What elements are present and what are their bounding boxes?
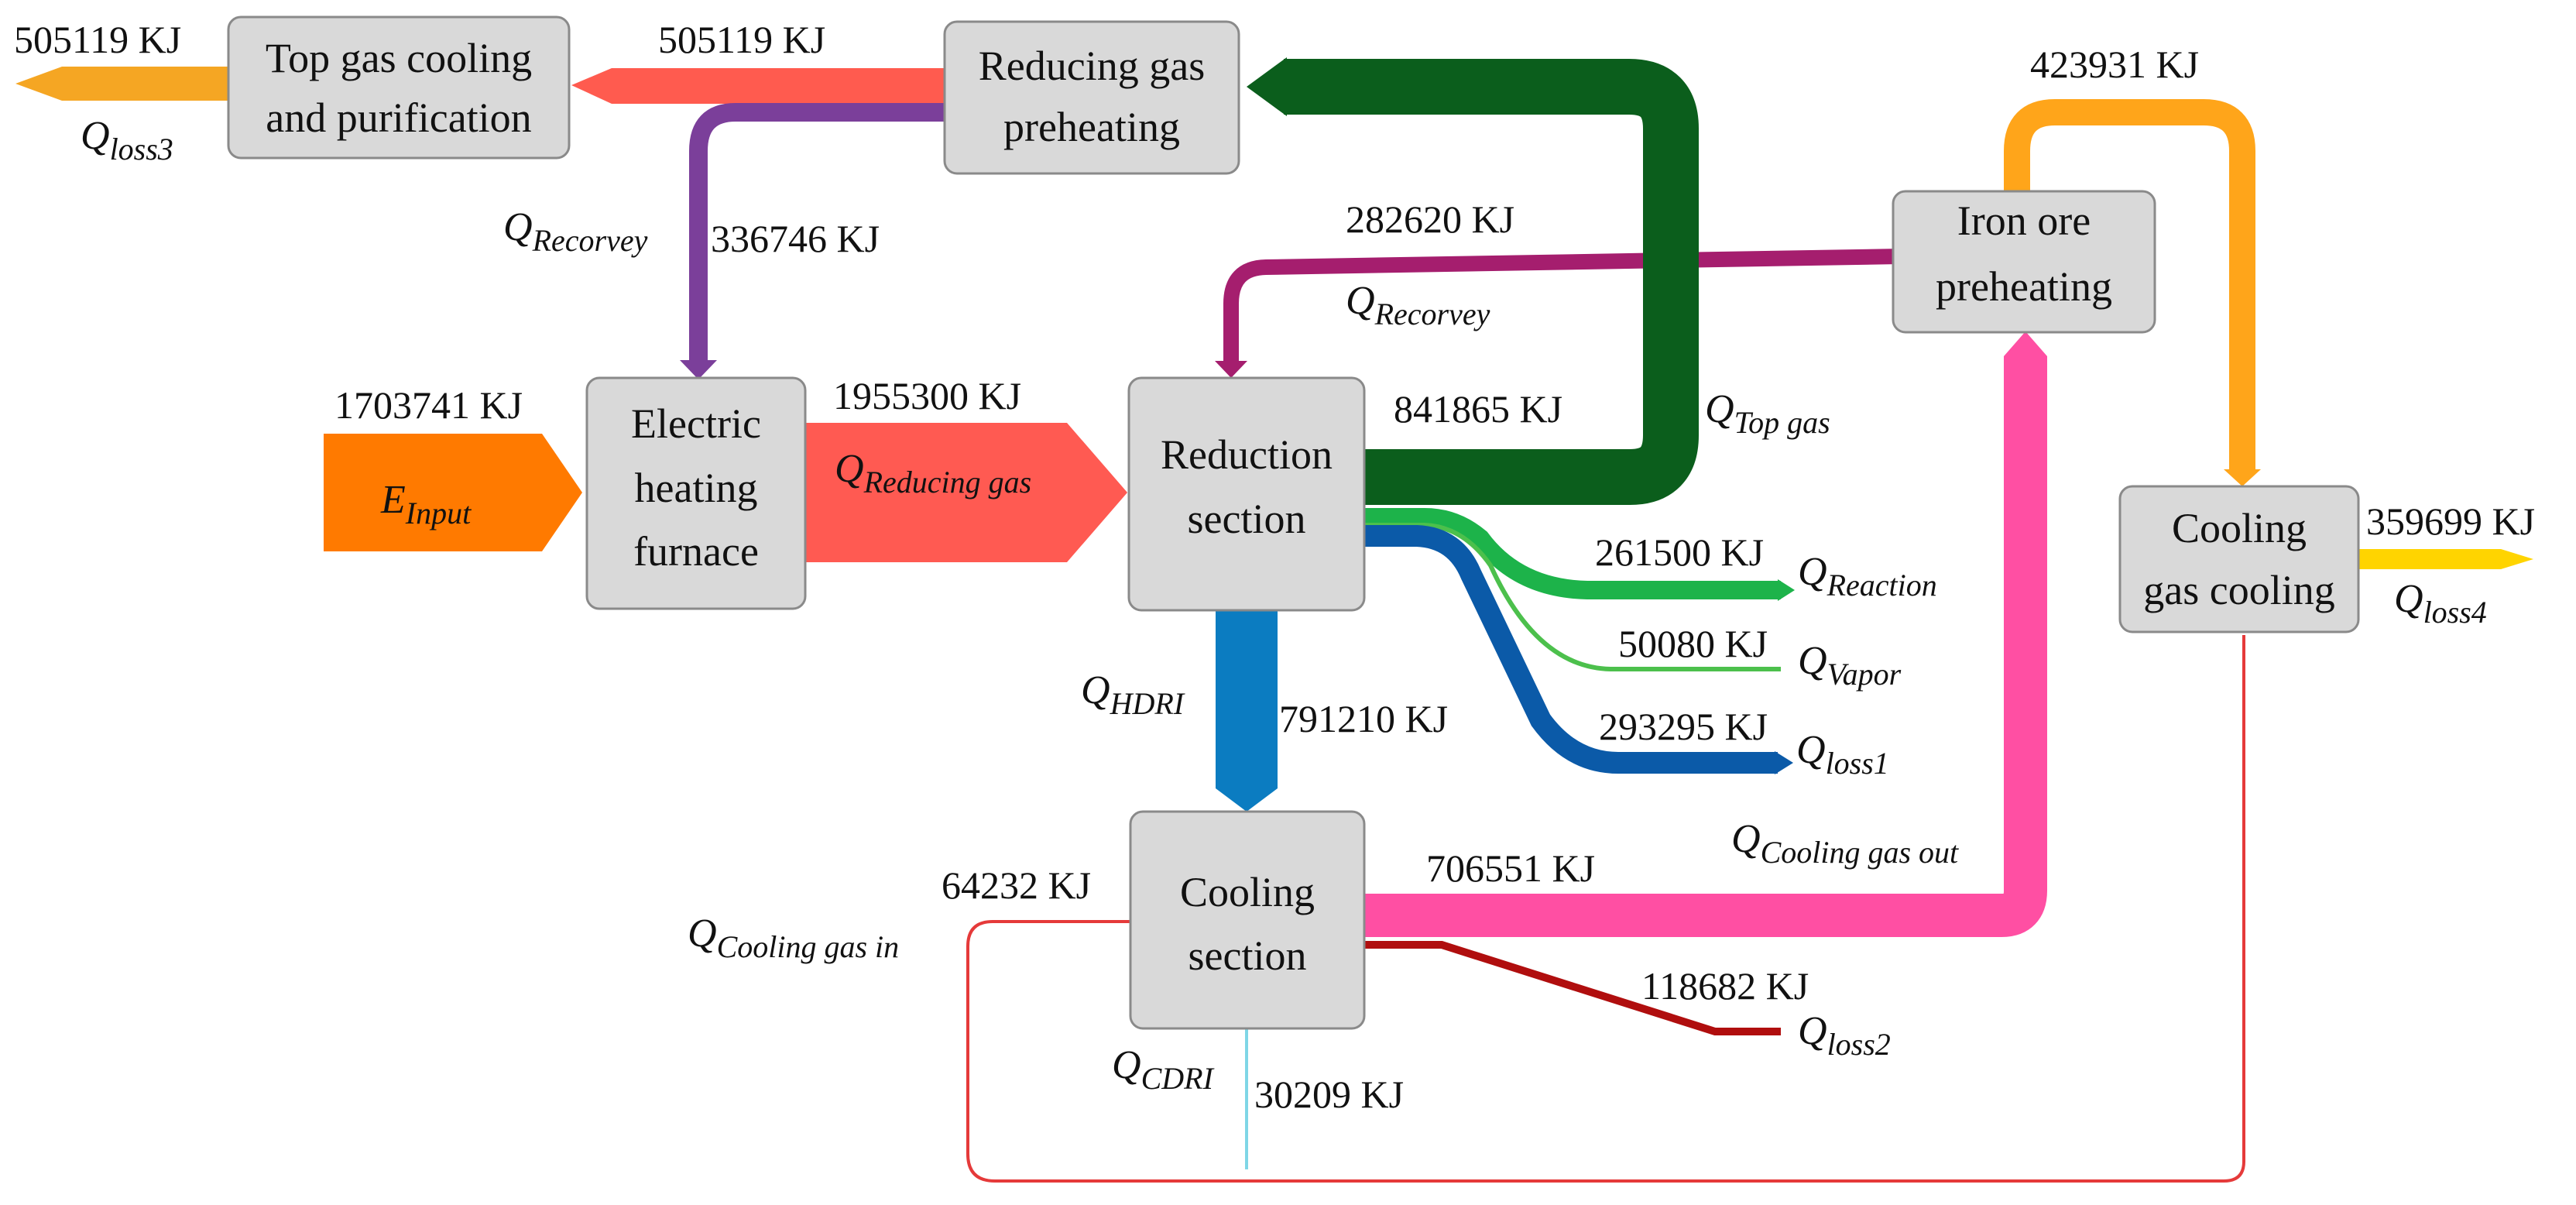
label-loss4: Qloss4 — [2394, 577, 2487, 630]
flow-recovery1 — [689, 103, 960, 364]
node-reducing-gas-preheating: Reducing gas preheating — [943, 20, 1240, 175]
value-top-gas-return: 841865 KJ — [1394, 387, 1562, 431]
flow-cooling-gas-out-arrow — [2004, 331, 2047, 356]
flow-energy-input — [324, 434, 582, 551]
label-recovery1: QRecorvey — [503, 205, 648, 258]
node-iron-ore-preheating: Iron ore preheating — [1892, 190, 2156, 334]
node-reduction-section: Reduction section — [1127, 376, 1366, 612]
flow-recovery2 — [1223, 249, 1902, 364]
label-input: EInput — [380, 478, 472, 530]
node-label: preheating — [1936, 263, 2112, 310]
node-label: gas cooling — [2143, 567, 2334, 613]
value-input: 1703741 KJ — [334, 383, 523, 427]
flow-loss1-arrow — [1775, 751, 1793, 774]
flow-top-gas-return-arrow — [1247, 57, 1287, 116]
node-label: Cooling — [2172, 505, 2307, 551]
value-vapor: 50080 KJ — [1618, 622, 1768, 665]
label-vapor: QVapor — [1798, 639, 1902, 692]
value-loss2: 118682 KJ — [1641, 964, 1809, 1008]
value-top-gas: 505119 KJ — [658, 18, 825, 61]
node-label: Iron ore — [1957, 197, 2091, 244]
flow-loss1 — [1364, 525, 1778, 774]
value-loss3: 505119 KJ — [14, 18, 181, 61]
node-label: Electric — [631, 400, 761, 447]
flow-recovery2-arrow — [1215, 361, 1247, 378]
node-label: heating — [635, 465, 758, 511]
value-recovery1: 336746 KJ — [711, 217, 880, 260]
flow-vapor — [1364, 523, 1781, 671]
node-label: furnace — [633, 528, 759, 575]
value-loss1: 293295 KJ — [1599, 705, 1768, 748]
value-cdri: 30209 KJ — [1254, 1073, 1404, 1116]
node-label: section — [1189, 932, 1307, 979]
node-electric-heating-furnace: Electric heating furnace — [585, 376, 807, 610]
node-label: section — [1188, 496, 1306, 542]
node-label: Top gas cooling — [266, 35, 532, 81]
value-reaction: 261500 KJ — [1595, 530, 1764, 574]
label-cooling-gas-out: QCooling gas out — [1731, 817, 1959, 870]
label-cdri: QCDRI — [1112, 1043, 1215, 1096]
flow-reaction — [1364, 508, 1781, 599]
flow-reducing-gas — [805, 423, 1127, 562]
label-loss3: Qloss3 — [81, 114, 173, 167]
value-recovery2: 282620 KJ — [1346, 197, 1514, 241]
node-label: Cooling — [1180, 869, 1315, 915]
flow-iron-ore-to-cooler — [2004, 99, 2255, 474]
node-cooling-section: Cooling section — [1129, 810, 1366, 1030]
flow-top-gas — [571, 68, 960, 104]
flow-top-gas-return — [1284, 59, 1699, 505]
node-top-gas-cooling: Top gas cooling and purification — [227, 15, 571, 160]
label-reaction: QReaction — [1798, 550, 1937, 602]
node-label: Reducing gas — [979, 43, 1205, 89]
value-cooling-gas-in: 64232 KJ — [942, 863, 1091, 907]
label-hdri: QHDRI — [1081, 668, 1185, 721]
node-cooling-gas-cooling: Cooling gas cooling — [2118, 485, 2360, 633]
flow-reaction-arrow — [1778, 579, 1795, 601]
node-label: Reduction — [1161, 431, 1333, 478]
value-hdri: 791210 KJ — [1279, 697, 1448, 740]
value-reducing-gas: 1955300 KJ — [833, 374, 1021, 417]
label-recovery2: QRecorvey — [1346, 279, 1490, 331]
label-top-gas: QTop gas — [1705, 387, 1830, 440]
node-label: and purification — [266, 94, 531, 141]
label-cooling-gas-in: QCooling gas in — [688, 911, 899, 964]
flow-iron-ore-to-cooler-arrow — [2224, 469, 2261, 486]
label-loss1: Qloss1 — [1796, 728, 1889, 781]
flow-loss3 — [15, 67, 228, 101]
flow-loss2 — [1364, 941, 1781, 1035]
label-loss2: Qloss2 — [1798, 1009, 1891, 1062]
value-iron-ore: 423931 KJ — [2030, 43, 2199, 86]
flow-loss4 — [2358, 549, 2533, 569]
flow-cooling-gas-loop — [966, 635, 2245, 1183]
flow-recovery1-arrow — [680, 360, 717, 379]
flow-cooling-gas-out — [1364, 356, 2047, 937]
value-cooling-gas-out: 706551 KJ — [1426, 846, 1595, 890]
label-reducing-gas: QReducing gas — [835, 447, 1031, 500]
flow-hdri — [1216, 610, 1278, 812]
node-label: preheating — [1003, 104, 1180, 150]
value-loss4: 359699 KJ — [2366, 500, 2535, 543]
